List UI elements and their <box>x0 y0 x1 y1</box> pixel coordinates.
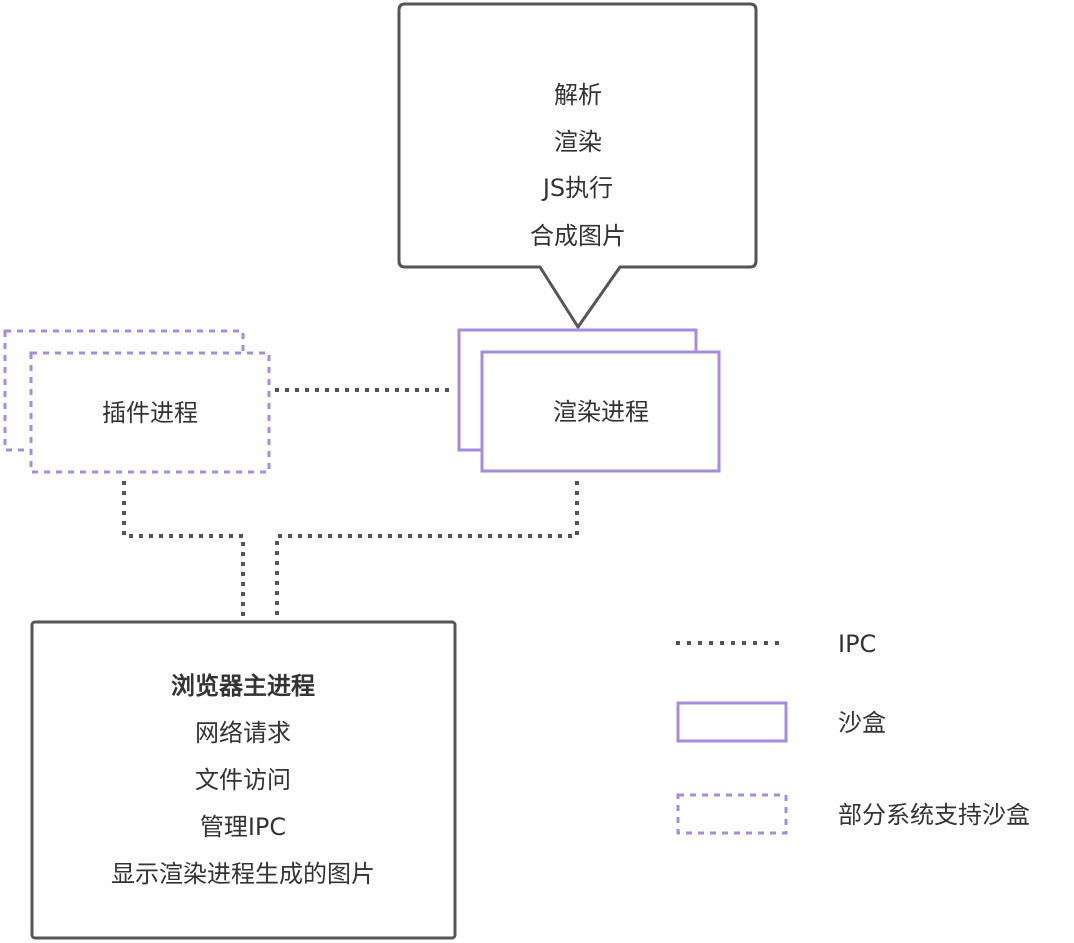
plugin-process-label: 插件进程 <box>102 399 198 427</box>
renderer-tasks-callout: 解析 渲染 JS执行 合成图片 <box>397 2 758 329</box>
legend-sandbox-swatch <box>676 701 788 743</box>
browser-line-display: 显示渲染进程生成的图片 <box>111 860 375 888</box>
browser-main-process-box <box>30 620 457 940</box>
plugin-browser-ipc-line <box>122 481 245 620</box>
callout-line-compose: 合成图片 <box>530 222 626 250</box>
legend-sandbox-label: 沙盒 <box>838 709 886 737</box>
plugin-process-front-box <box>29 351 271 474</box>
legend-ipc-label: IPC <box>838 630 876 658</box>
legend: IPC 沙盒 部分系统支持沙盒 <box>676 630 1030 835</box>
renderer-process: 渲染进程 <box>457 328 721 473</box>
legend-partial-sandbox-label: 部分系统支持沙盒 <box>838 801 1030 829</box>
browser-line-file: 文件访问 <box>195 766 291 794</box>
browser-line-ipc: 管理IPC <box>200 813 286 841</box>
plugin-process: 插件进程 <box>3 329 271 474</box>
browser-line-network: 网络请求 <box>195 719 291 747</box>
callout-line-render: 渲染 <box>554 128 602 156</box>
callout-line-parse: 解析 <box>554 81 602 109</box>
legend-partial-sandbox-swatch <box>676 793 788 835</box>
browser-main-process-title: 浏览器主进程 <box>171 672 315 700</box>
renderer-process-front-box <box>480 350 721 473</box>
renderer-browser-ipc-line <box>275 481 579 620</box>
callout-line-js: JS执行 <box>541 174 613 202</box>
browser-main-process: 浏览器主进程 网络请求 文件访问 管理IPC 显示渲染进程生成的图片 <box>30 620 457 940</box>
ipc-connectors <box>122 388 579 620</box>
callout-bubble <box>397 2 758 329</box>
renderer-process-label: 渲染进程 <box>553 398 649 426</box>
